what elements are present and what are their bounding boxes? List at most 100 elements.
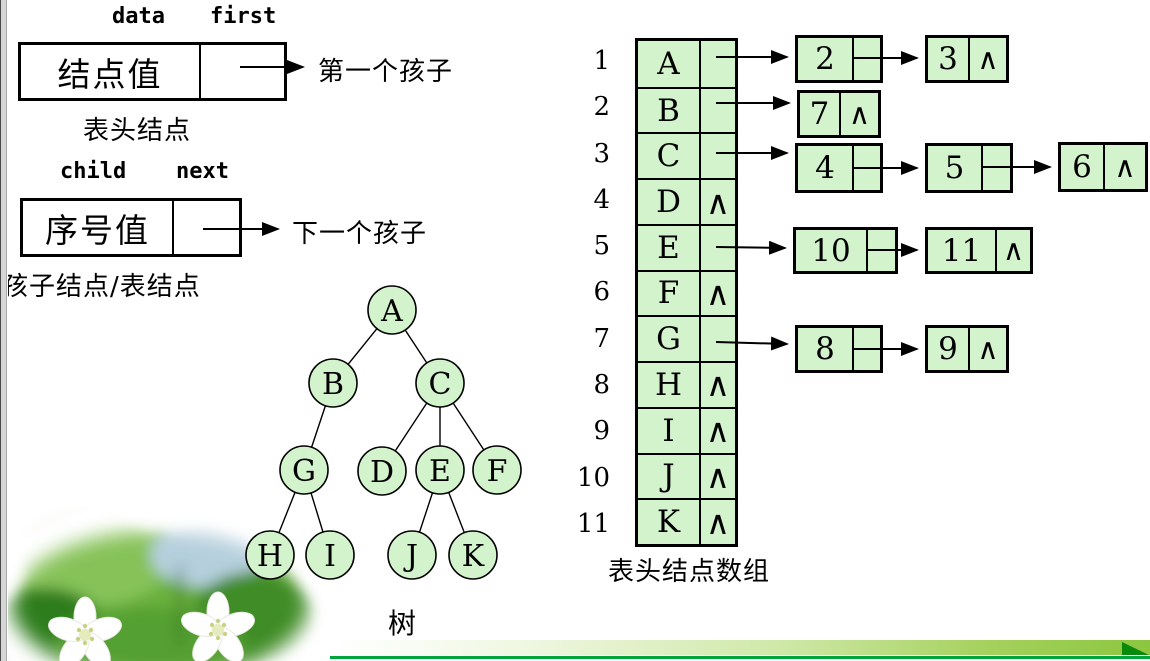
field-label-next: next bbox=[176, 159, 229, 184]
tree-node-J bbox=[387, 530, 437, 580]
array-letter-cell: I bbox=[638, 408, 701, 453]
array-index: 9 bbox=[593, 416, 610, 447]
tree-node-D bbox=[357, 446, 407, 496]
tree-node-C bbox=[415, 358, 465, 408]
array-pointer-cell bbox=[701, 317, 735, 361]
tree-node-label: A bbox=[380, 294, 403, 329]
flower-photo bbox=[0, 505, 335, 661]
array-row: F ∧ bbox=[638, 269, 735, 316]
array-index: 8 bbox=[593, 370, 610, 401]
field-label-first: first bbox=[210, 4, 277, 29]
child-node-value-cell: 序号值 bbox=[23, 201, 174, 254]
array-pointer-cell bbox=[701, 41, 735, 87]
array-row: B bbox=[638, 86, 735, 133]
null-pointer-mark: ∧ bbox=[977, 331, 999, 366]
child-node-pointer-cell bbox=[174, 201, 239, 254]
array-row: G bbox=[638, 315, 735, 362]
list-node: 11 ∧ bbox=[925, 227, 1033, 274]
first-child-label: 第一个孩子 bbox=[318, 57, 454, 87]
child-node-caption: 孩子结点/表结点 bbox=[2, 272, 201, 302]
list-node-value: 3 bbox=[928, 38, 970, 80]
list-node-pointer bbox=[983, 146, 1010, 190]
list-node-value: 5 bbox=[928, 146, 983, 190]
flower-right bbox=[181, 591, 255, 661]
next-child-label: 下一个孩子 bbox=[292, 219, 428, 249]
array-letter-cell: G bbox=[638, 317, 701, 362]
list-node-value: 4 bbox=[798, 146, 854, 190]
array-pointer-cell: ∧ bbox=[701, 363, 735, 407]
null-pointer-mark: ∧ bbox=[1114, 149, 1136, 184]
list-node: 5 bbox=[925, 143, 1013, 193]
array-row: A bbox=[638, 41, 735, 87]
list-node-pointer bbox=[854, 146, 880, 190]
list-node: 7 ∧ bbox=[797, 90, 881, 138]
list-node-pointer: ∧ bbox=[1105, 145, 1145, 189]
header-node-caption: 表头结点 bbox=[83, 116, 192, 146]
array-row: E bbox=[638, 223, 735, 270]
list-node: 10 bbox=[793, 227, 898, 274]
list-node: 9 ∧ bbox=[925, 325, 1009, 373]
tree-node-label: D bbox=[370, 455, 394, 490]
null-pointer-mark: ∧ bbox=[848, 96, 871, 131]
tree-caption: 树 bbox=[388, 607, 418, 640]
header-node-pointer-cell bbox=[201, 45, 284, 98]
list-node-value: 10 bbox=[796, 230, 868, 271]
list-node: 3 ∧ bbox=[925, 35, 1009, 83]
array-index-column: 1 2 3 4 5 6 7 8 9 10 11 bbox=[574, 38, 610, 547]
array-letter-cell: K bbox=[638, 500, 701, 544]
null-pointer-mark: ∧ bbox=[705, 273, 731, 313]
bottom-gradient-bar bbox=[332, 640, 1150, 655]
array-row: I ∧ bbox=[638, 406, 735, 453]
array-row: H ∧ bbox=[638, 361, 735, 407]
list-node-pointer: ∧ bbox=[970, 38, 1006, 80]
list-node-value: 8 bbox=[798, 328, 854, 370]
tree-node-label: G bbox=[292, 454, 316, 489]
array-letter-cell: C bbox=[638, 134, 701, 179]
list-node-pointer: ∧ bbox=[841, 93, 878, 135]
array-pointer-cell: ∧ bbox=[701, 272, 735, 316]
tree-node-K bbox=[448, 530, 498, 580]
header-node-array: A B C D ∧ E F ∧ G H ∧ bbox=[635, 38, 738, 547]
array-letter-cell: E bbox=[638, 225, 701, 270]
list-node: 4 bbox=[795, 143, 883, 193]
bottom-green-line bbox=[330, 656, 1150, 659]
list-node: 2 bbox=[795, 35, 883, 83]
array-letter-cell: A bbox=[638, 41, 701, 87]
tree-node-label: F bbox=[487, 454, 508, 489]
array-pointer-cell: ∧ bbox=[701, 455, 735, 499]
array-index: 7 bbox=[593, 323, 610, 354]
array-row: C bbox=[638, 132, 735, 179]
tree-node-label: K bbox=[462, 539, 485, 574]
array-pointer-cell: ∧ bbox=[701, 500, 735, 544]
array-row: K ∧ bbox=[638, 498, 735, 544]
header-node-value-cell: 结点值 bbox=[21, 45, 201, 98]
array-index: 5 bbox=[593, 231, 610, 262]
array-index: 3 bbox=[593, 138, 610, 169]
window-left-edge bbox=[0, 0, 8, 661]
child-node-box: 序号值 bbox=[20, 198, 242, 257]
array-index: 4 bbox=[593, 184, 610, 215]
field-label-data: data bbox=[112, 4, 165, 29]
array-letter-cell: H bbox=[638, 363, 701, 407]
field-label-child: child bbox=[60, 159, 127, 184]
array-index: 2 bbox=[593, 92, 610, 123]
array-row: D ∧ bbox=[638, 178, 735, 224]
array-letter-cell: F bbox=[638, 271, 701, 316]
tree-node-A bbox=[367, 285, 417, 335]
list-node-pointer bbox=[868, 230, 895, 271]
null-pointer-mark: ∧ bbox=[705, 502, 731, 542]
list-node-pointer: ∧ bbox=[970, 328, 1006, 370]
array-index: 1 bbox=[593, 46, 610, 77]
array-caption: 表头结点数组 bbox=[608, 557, 771, 587]
array-pointer-cell: ∧ bbox=[701, 409, 735, 453]
array-index: 6 bbox=[593, 277, 610, 308]
null-pointer-mark: ∧ bbox=[705, 182, 731, 222]
flower-photo-fade-edge bbox=[0, 505, 335, 661]
list-node-pointer bbox=[854, 328, 880, 370]
list-node-value: 11 bbox=[928, 230, 997, 271]
tree-node-G bbox=[279, 445, 329, 495]
tree-node-label: C bbox=[429, 367, 452, 402]
array-row: J ∧ bbox=[638, 452, 735, 499]
array-pointer-cell: ∧ bbox=[701, 180, 735, 224]
